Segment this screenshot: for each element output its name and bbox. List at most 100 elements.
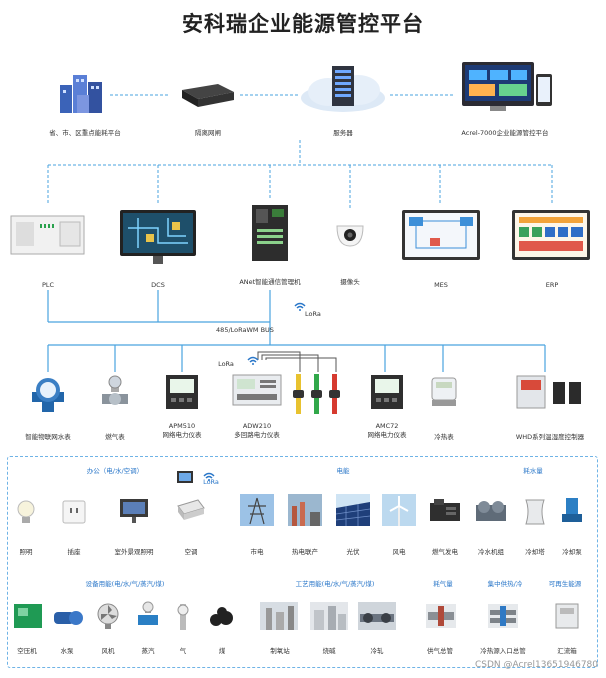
floodlight-icon (118, 496, 150, 526)
meter-label: 燃气表 (105, 433, 125, 441)
amc-meter-icon (370, 374, 404, 410)
loads-panel (7, 456, 598, 668)
gas-meter-icon (175, 602, 191, 632)
meter-label: 冷热表 (434, 433, 454, 441)
load-label: 燃气发电 (432, 548, 458, 556)
cooling-pump-icon (560, 496, 584, 526)
erp-icon (510, 208, 592, 262)
top-item-label: 省、市、区重点能耗平台 (49, 129, 121, 137)
meter-label: WHD系列温湿度控制器 (515, 433, 585, 441)
bus-label: 485/LoRaWM BUS (216, 326, 274, 334)
load-label: 风机 (101, 647, 115, 655)
load-label: 烧碱 (322, 647, 336, 655)
load-category: 可再生能源 (548, 580, 582, 588)
load-label: 照明 (19, 548, 33, 556)
coal-image (208, 604, 236, 628)
steam-meter-icon (137, 601, 159, 631)
mid-item-label: ANet智能通信管理机 (239, 278, 301, 286)
server-cloud-icon (298, 60, 388, 115)
energy-platform-icon (55, 70, 110, 115)
lora-label: LoRa (203, 478, 219, 486)
load-label: 空压机 (17, 647, 37, 655)
mid-item-label: 摄像头 (340, 278, 360, 286)
load-label: 热电联产 (292, 548, 318, 556)
air-compressor-icon (12, 600, 44, 630)
top-item-label: 服务器 (333, 129, 353, 137)
temp-humidity-controller-icon (515, 374, 585, 410)
load-label: 煤 (218, 647, 226, 655)
load-category: 设备用能(电/水/气/蒸汽/煤) (85, 580, 165, 588)
power-meter-icon (165, 374, 199, 410)
heat-source-pipe-image (488, 604, 518, 628)
plc-icon (10, 214, 85, 256)
load-label: 冷水机组 (478, 548, 504, 556)
display-icon (176, 470, 194, 486)
oxygen-station-image (260, 602, 298, 630)
wifi-signal-icon (246, 350, 260, 365)
load-category: 集中供热/冷 (487, 580, 523, 588)
meter-label: 智能物联网水表 (25, 433, 71, 441)
wifi-signal-icon (202, 466, 216, 481)
cold-rolling-image (358, 602, 396, 630)
water-pump-icon (52, 604, 84, 628)
load-label: 供气总管 (427, 647, 453, 655)
fan-icon (95, 602, 121, 630)
load-label: 冷却泵 (562, 548, 582, 556)
load-category: 电能 (336, 467, 350, 475)
combiner-box-icon (554, 602, 580, 630)
anet-gateway-icon (248, 203, 292, 263)
gateway-icon (178, 80, 236, 110)
load-category: 耗水量 (523, 467, 543, 475)
load-label: 气 (179, 647, 187, 655)
mid-item-label: DCS (151, 281, 165, 289)
load-label: 冷热源入口总管 (480, 647, 526, 655)
top-item-label: Acrel-7000企业能源管控平台 (461, 129, 549, 137)
water-meter-icon (30, 374, 66, 414)
current-transformer-icon (292, 372, 344, 416)
lora-label: LoRa (218, 360, 234, 368)
heat-meter-icon (430, 376, 458, 408)
caustic-soda-image (310, 602, 348, 630)
socket-icon (62, 500, 86, 524)
watermark: CSDN @Acrel13651946780 (475, 660, 598, 670)
mid-item-label: ERP (545, 281, 559, 289)
solar-pv-image (335, 494, 371, 526)
gas-main-pipe-image (426, 604, 456, 628)
load-category: 工艺用能(电/水/气/蒸汽/煤) (295, 580, 375, 588)
dcs-icon (118, 208, 198, 268)
load-label: 插座 (67, 548, 81, 556)
meter-label: ADW210 多回路电力仪表 (234, 422, 280, 439)
gas-generator-icon (428, 497, 462, 525)
meter-label: AMC72 网络电力仪表 (367, 422, 407, 439)
grid-power-image (240, 494, 274, 526)
camera-icon (333, 220, 367, 250)
cooling-tower-icon (520, 496, 550, 526)
wifi-signal-icon (293, 296, 307, 311)
chp-plant-image (288, 494, 322, 526)
wind-power-image (382, 494, 416, 526)
mid-item-label: MES (434, 281, 448, 289)
load-label: 冷轧 (370, 647, 384, 655)
load-label: 冷却塔 (525, 548, 545, 556)
load-label: 室外景观照明 (114, 548, 154, 556)
load-label: 水泵 (60, 647, 74, 655)
gas-meter-icon (100, 374, 130, 414)
load-label: 汇流箱 (557, 647, 577, 655)
mes-icon (400, 208, 482, 262)
load-label: 制氧站 (270, 647, 290, 655)
load-label: 空调 (184, 548, 198, 556)
load-category: 耗气量 (433, 580, 453, 588)
air-conditioner-icon (176, 498, 206, 524)
load-label: 风电 (392, 548, 406, 556)
meter-label: APM510 网络电力仪表 (162, 422, 202, 439)
top-item-label: 隔离网闸 (195, 129, 221, 137)
page-title: 安科瑞企业能源管控平台 (182, 12, 424, 36)
mid-item-label: PLC (41, 281, 55, 289)
load-label: 市电 (250, 548, 264, 556)
load-label: 光伏 (346, 548, 360, 556)
load-label: 蒸汽 (141, 647, 155, 655)
multi-circuit-meter-icon (232, 374, 282, 406)
load-category: 办公（电/水/空调） (86, 467, 144, 475)
lora-label: LoRa (305, 310, 321, 318)
